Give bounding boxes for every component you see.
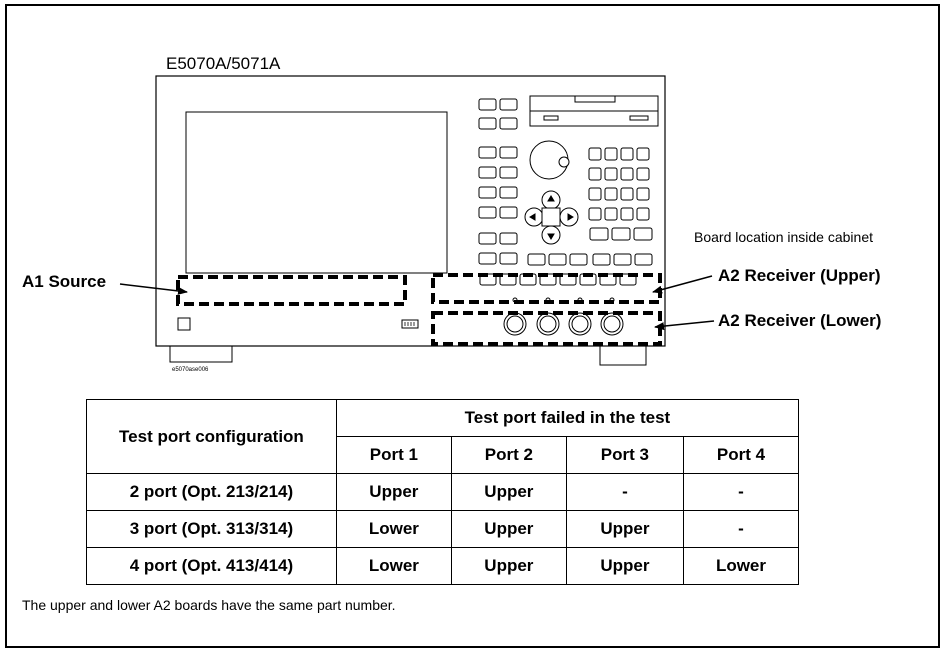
test-port-connectors (503, 297, 624, 336)
footer-note: The upper and lower A2 boards have the s… (22, 597, 396, 613)
board-cell: Lower (682, 547, 800, 585)
board-cell: - (565, 473, 684, 511)
failed-header: Test port failed in the test (335, 399, 800, 437)
a2-lower-label: A2 Receiver (Lower) (718, 311, 882, 330)
port-header: Port 1 (335, 436, 452, 474)
model-label: E5070A/5071A (166, 54, 281, 73)
table-row: 2 port (Opt. 213/214) Upper Upper - - (86, 473, 800, 511)
left-foot (169, 346, 233, 363)
right-foot (599, 346, 647, 366)
front-connector (401, 319, 419, 329)
board-cell: Lower (335, 510, 452, 548)
image-id-label: e5070ase006 (172, 367, 209, 373)
board-cell: Upper (450, 547, 567, 585)
rotary-knob (529, 140, 570, 180)
board-cell: - (682, 473, 800, 511)
config-header: Test port configuration (86, 399, 337, 474)
lcd-screen (185, 111, 448, 274)
table-row: 3 port (Opt. 313/314) Lower Upper Upper … (86, 510, 800, 548)
config-cell: 2 port (Opt. 213/214) (86, 473, 337, 511)
table-header-row: Test port configuration Test port failed… (86, 399, 800, 474)
board-cell: Upper (450, 473, 567, 511)
figure-frame (5, 4, 940, 648)
power-button (177, 317, 191, 331)
port-header: Port 3 (565, 436, 684, 474)
board-cell: - (682, 510, 800, 548)
a2-upper-label: A2 Receiver (Upper) (718, 266, 881, 285)
a2-lower-arrow (654, 320, 715, 331)
board-cell: Upper (565, 547, 684, 585)
board-cell: Upper (450, 510, 567, 548)
table-row: 4 port (Opt. 413/414) Lower Upper Upper … (86, 547, 800, 585)
a2-upper-arrow (652, 275, 713, 294)
port-header: Port 2 (450, 436, 567, 474)
a1-source-arrow (119, 283, 188, 295)
port-header: Port 4 (682, 436, 800, 474)
instrument-diagram (119, 75, 715, 366)
soft-keys (478, 98, 518, 265)
port-board-table: Test port configuration Test port failed… (86, 399, 800, 585)
board-location-note: Board location inside cabinet (694, 229, 874, 245)
board-cell: Upper (565, 510, 684, 548)
a1-source-label: A1 Source (22, 272, 107, 291)
port-header-row: Port 1 Port 2 Port 3 Port 4 (87, 436, 800, 474)
config-cell: 4 port (Opt. 413/414) (86, 547, 337, 585)
floppy-drive (529, 95, 659, 127)
config-cell: 3 port (Opt. 313/314) (86, 510, 337, 548)
board-cell: Lower (335, 547, 452, 585)
board-cell: Upper (335, 473, 452, 511)
entry-keypad (588, 147, 653, 241)
arrow-pad (524, 190, 579, 245)
a1-source-board (176, 275, 407, 306)
